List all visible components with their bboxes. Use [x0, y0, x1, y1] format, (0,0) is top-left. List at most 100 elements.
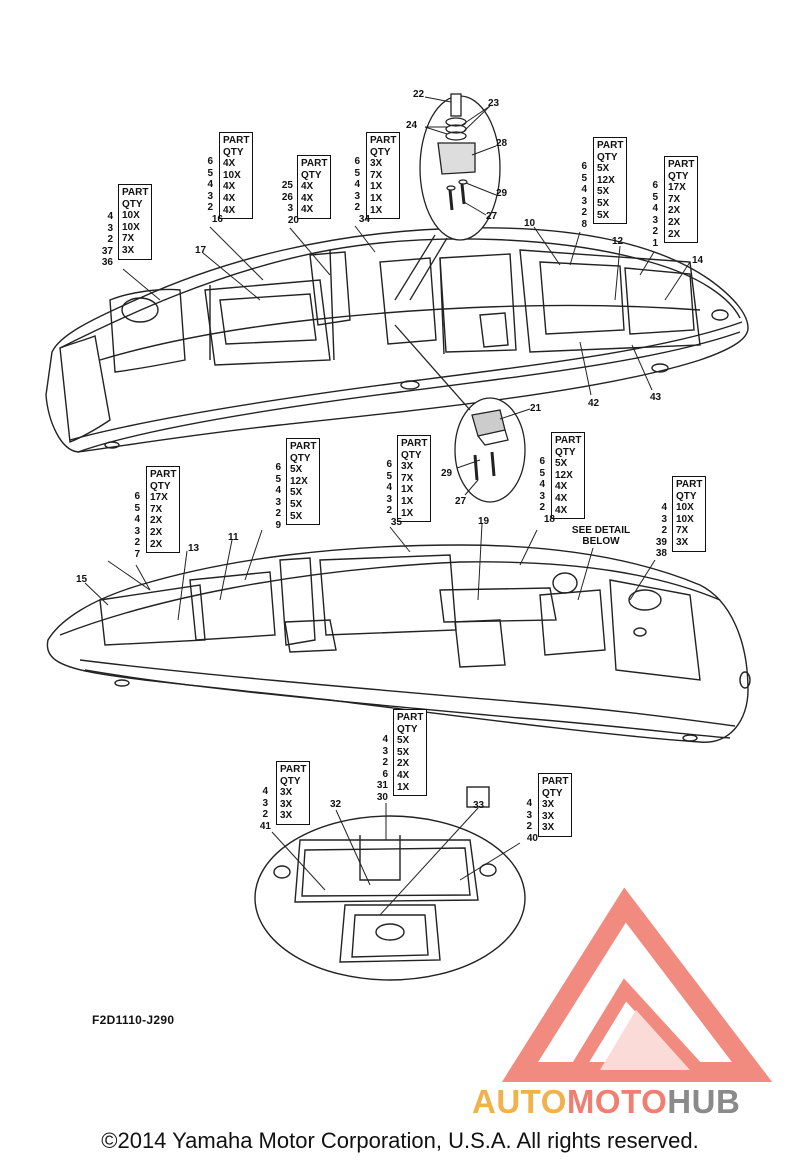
part-number: 4	[539, 479, 545, 491]
qty-table-header-qty: QTY	[290, 452, 311, 464]
part-number: 31	[376, 780, 388, 792]
qty-table-header-part: PART	[290, 441, 317, 452]
part-number: 4	[107, 211, 113, 222]
part-number: 3	[207, 190, 213, 202]
part-number: 2	[275, 508, 281, 520]
qty-value: 17X	[150, 492, 168, 504]
qty-value: 10X	[122, 210, 140, 222]
part-numbers-36: 4 3 2 37 36	[88, 211, 113, 269]
part-number: 6	[652, 180, 658, 191]
part-number: 38	[655, 548, 667, 560]
part-number: 2	[652, 226, 658, 238]
qty-value: 4X	[223, 204, 236, 216]
qty-value: 10X	[122, 221, 140, 233]
part-number: 36	[101, 257, 113, 269]
callout-27-top: 27	[486, 211, 498, 222]
qty-table-header-part: PART	[223, 135, 250, 146]
callout-15: 15	[76, 574, 88, 585]
part-numbers-20: 25 26 3 20	[268, 180, 299, 226]
callout-14: 14	[692, 255, 704, 266]
qty-table-header-qty: QTY	[370, 146, 391, 158]
part-number: 9	[275, 519, 281, 531]
callout-32: 32	[330, 799, 342, 810]
part-number: 3	[354, 190, 360, 202]
part-number: 6	[275, 462, 281, 473]
qty-value: 7X	[122, 233, 135, 245]
qty-table-38: PART QTY 10X 10X 7X 3X	[672, 476, 707, 552]
part-number: 4	[661, 502, 667, 513]
qty-value: 7X	[370, 169, 383, 181]
qty-table-header-part: PART	[401, 438, 428, 449]
callout-33: 33	[473, 800, 485, 811]
qty-value: 1X	[401, 484, 414, 496]
part-number: 3	[262, 797, 268, 809]
part-number: 4	[354, 179, 360, 191]
part-numbers-8: 6 5 4 3 2 8	[562, 161, 587, 231]
part-number: 2	[526, 821, 532, 833]
upper-deck-drawing	[45, 227, 749, 453]
qty-table-header-qty: QTY	[401, 449, 422, 461]
automotohub-watermark: AUTOMOTOHUB	[472, 1083, 740, 1121]
qty-value: 3X	[401, 461, 414, 473]
qty-value: 2X	[150, 538, 163, 550]
automotohub-logo-graphic	[501, 887, 773, 1082]
part-number: 3	[581, 195, 587, 207]
qty-table-41: PART QTY 3X 3X 3X	[276, 761, 311, 825]
part-numbers-16: 6 5 4 3 2 16	[188, 156, 223, 226]
qty-value: 4X	[223, 192, 236, 204]
part-number: 4	[275, 485, 281, 497]
qty-table-header-part: PART	[150, 469, 177, 480]
qty-value: 5X	[597, 209, 610, 221]
see-detail-below-note: SEE DETAIL BELOW	[571, 525, 631, 547]
callout-24: 24	[406, 120, 418, 131]
qty-value: 3X	[676, 536, 689, 548]
watermark-moto: MOTO	[566, 1083, 668, 1120]
qty-table-16: PART QTY 4X 10X 4X 4X 4X	[219, 132, 254, 220]
callout-43: 43	[650, 392, 662, 403]
part-numbers-18: 6 5 4 3 2 18	[520, 456, 555, 526]
qty-value: 2X	[150, 515, 163, 527]
copyright-notice: ©2014 Yamaha Motor Corporation, U.S.A. A…	[101, 1128, 699, 1153]
qty-value: 17X	[668, 182, 686, 194]
part-number: 2	[661, 525, 667, 537]
qty-value: 2X	[668, 228, 681, 240]
qty-value: 2X	[150, 526, 163, 538]
callout-27-mid: 27	[455, 496, 467, 507]
qty-value: 3X	[370, 158, 383, 170]
qty-table-header-qty: QTY	[301, 169, 322, 181]
part-numbers-38: 4 3 2 39 38	[642, 502, 667, 560]
qty-value: 3X	[280, 810, 293, 822]
qty-table-35: PART QTY 3X 7X 1X 1X 1X	[397, 435, 432, 523]
qty-value: 4X	[223, 158, 236, 170]
part-number: 4	[652, 203, 658, 215]
qty-table-header-qty: QTY	[122, 198, 143, 210]
qty-table-header-part: PART	[597, 140, 624, 151]
qty-table-header-part: PART	[280, 764, 307, 775]
watermark-auto: AUTO	[472, 1083, 567, 1120]
qty-table-30: PART QTY 5X 5X 2X 4X 1X	[393, 709, 428, 797]
part-number: 6	[386, 459, 392, 470]
part-number: 2	[262, 809, 268, 821]
part-number: 6	[134, 491, 140, 502]
qty-table-9: PART QTY 5X 12X 5X 5X 5X	[286, 438, 321, 526]
part-number: 4	[382, 734, 388, 745]
qty-value: 4X	[301, 181, 314, 193]
part-number: 8	[581, 218, 587, 230]
part-number: 3	[652, 214, 658, 226]
qty-value: 1X	[401, 507, 414, 519]
qty-value: 1X	[370, 204, 383, 216]
qty-value: 5X	[555, 458, 568, 470]
qty-value: 10X	[676, 513, 694, 525]
part-number: 5	[652, 191, 658, 203]
part-number: 2	[107, 234, 113, 246]
qty-value: 5X	[290, 510, 303, 522]
callout-17: 17	[195, 245, 207, 256]
part-number: 40	[526, 832, 538, 844]
part-numbers-9: 6 5 4 3 2 9	[256, 462, 281, 532]
part-number: 3	[107, 222, 113, 234]
part-number: 5	[354, 167, 360, 179]
callout-42: 42	[588, 398, 600, 409]
part-number: 5	[275, 473, 281, 485]
